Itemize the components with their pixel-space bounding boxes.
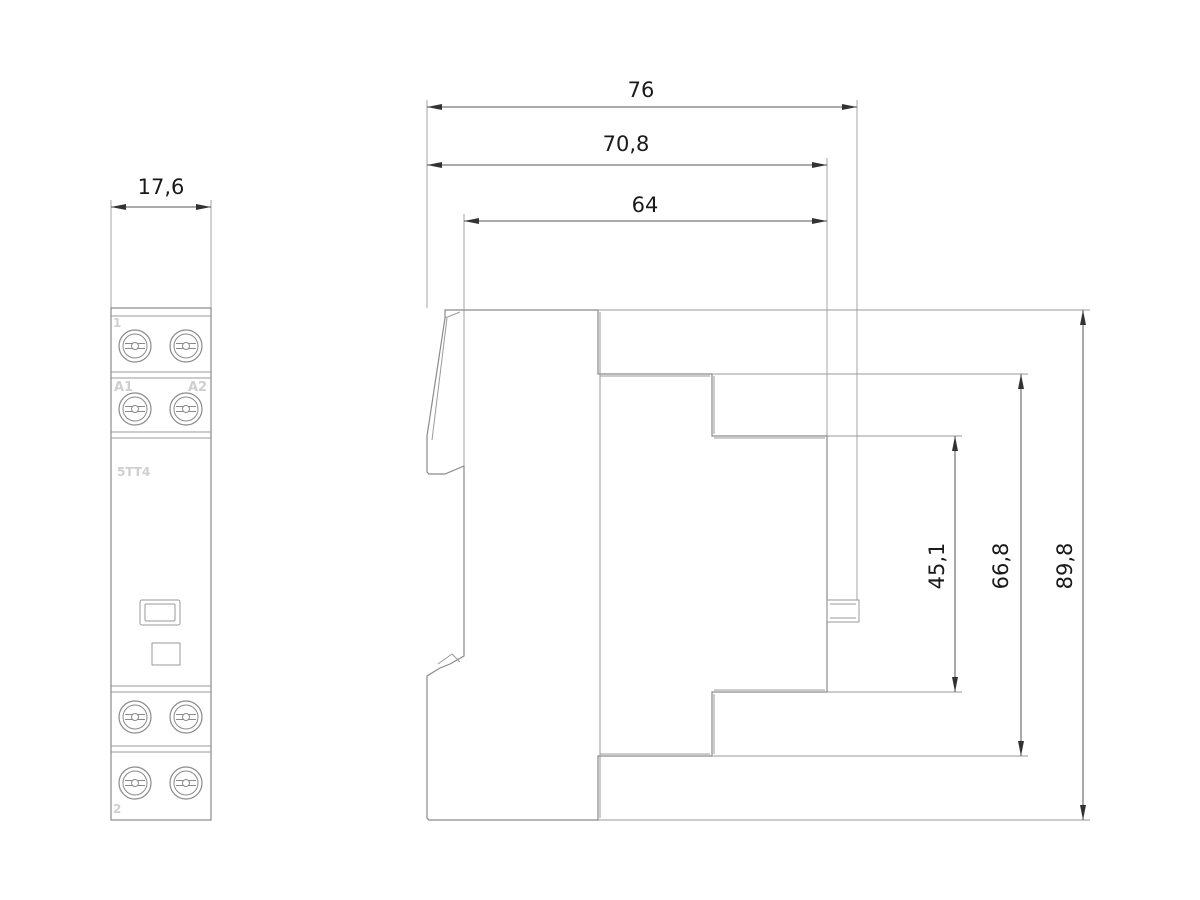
terminal-screw-icon: [169, 766, 203, 800]
dim-height-66-8: 66,8: [989, 543, 1013, 590]
front-width-dimension: 17,6: [110, 175, 212, 308]
front-view: 17,6 1 A1 A2 2 5TT4: [110, 175, 212, 821]
terminal-screw-icon: [169, 700, 203, 734]
dim-height-45-1: 45,1: [925, 543, 949, 590]
terminal-screw-icon: [118, 392, 152, 426]
dim-width-64: 64: [632, 193, 659, 217]
dim-height-89-8: 89,8: [1053, 543, 1077, 590]
terminal-screw-icon: [169, 392, 203, 426]
device-body-outline: [110, 307, 212, 821]
model-label: 5TT4: [117, 465, 150, 479]
side-view: 76 70,8 64: [426, 78, 1090, 821]
terminal-label-a1: A1: [114, 380, 133, 395]
side-height-dimensions: 45,1 66,8 89,8: [925, 310, 1086, 820]
indicator-window: [151, 642, 181, 666]
side-width-dimensions: 76 70,8 64: [426, 78, 858, 470]
side-knob: [826, 599, 860, 623]
terminal-label-1: 1: [113, 316, 121, 330]
dim-width-70-8: 70,8: [603, 132, 650, 156]
terminal-screw-icon: [118, 329, 152, 363]
terminal-screw-icon: [169, 329, 203, 363]
device-side-profile: [426, 309, 828, 821]
dim-width-76: 76: [628, 78, 655, 102]
terminal-screw-icon: [118, 700, 152, 734]
terminal-label-a2: A2: [188, 380, 207, 395]
switch-window: [139, 599, 181, 626]
terminal-screw-icon: [118, 766, 152, 800]
terminal-label-2: 2: [113, 802, 121, 816]
front-width-label: 17,6: [138, 175, 185, 199]
